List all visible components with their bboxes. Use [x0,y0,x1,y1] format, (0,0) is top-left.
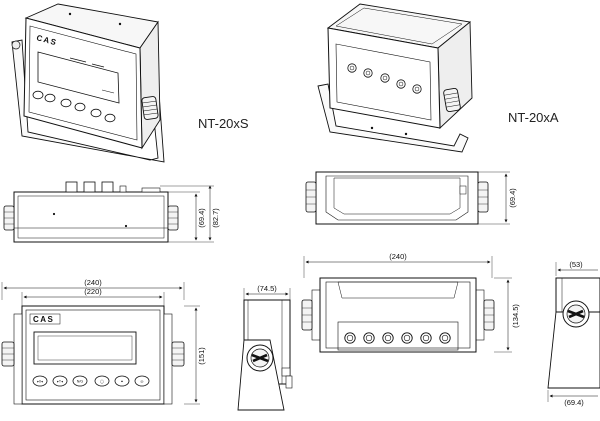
ntxs-top-view [3,181,214,243]
ntxs-front-dim-height: (151) [197,347,206,365]
ntxs-top-dim-outer: (82.7) [211,208,220,228]
key-netgross-label: N/G [77,380,84,384]
ntxs-front-dim-width-outer: (240) [84,278,102,287]
ntxa-side-dim-top: (53) [569,260,583,269]
ntxs-front-keypad: ▸0◂ ▸T◂ N/G ◯ ● ◎ [32,375,150,387]
key-print-label: ● [121,380,123,384]
ntxs-front-view: CAS ▸0◂ ▸T◂ N/G ◯ ● ◎ [1,282,200,405]
key-power-label: ◯ [100,379,105,384]
ntxa-model-label: NT-20xA [508,110,559,125]
ntxs-iso-keypad [32,90,116,123]
ntxa-front-keypad [344,332,451,344]
key-function-label: ◎ [140,380,144,384]
ntxa-front-view [301,256,512,353]
ntxa-side-view [547,262,600,402]
ntxs-side-view [237,288,293,411]
ntxa-isometric-view [317,3,473,153]
key-zero-label: ▸0◂ [37,380,43,384]
ntxs-isometric-view: CAS [11,3,165,163]
ntxs-top-dim-inner: (69.4) [197,208,206,228]
ntxs-front-dim-width-inner: (220) [84,287,102,296]
ntxs-side-dim-depth: (74.5) [257,284,277,293]
ntxa-iso-keypad [347,63,422,94]
ntxs-front-logo: CAS [33,315,54,324]
ntxa-front-dim-height: (134.5) [511,304,520,328]
ntxa-top-view [305,171,510,225]
key-tare-label: ▸T◂ [57,380,63,384]
ntxa-top-dim-height: (69.4) [508,188,517,208]
ntxa-front-dim-width: (240) [389,252,407,261]
ntxs-model-label: NT-20xS [198,116,249,131]
ntxa-side-dim-bottom: (69.4) [564,398,584,407]
